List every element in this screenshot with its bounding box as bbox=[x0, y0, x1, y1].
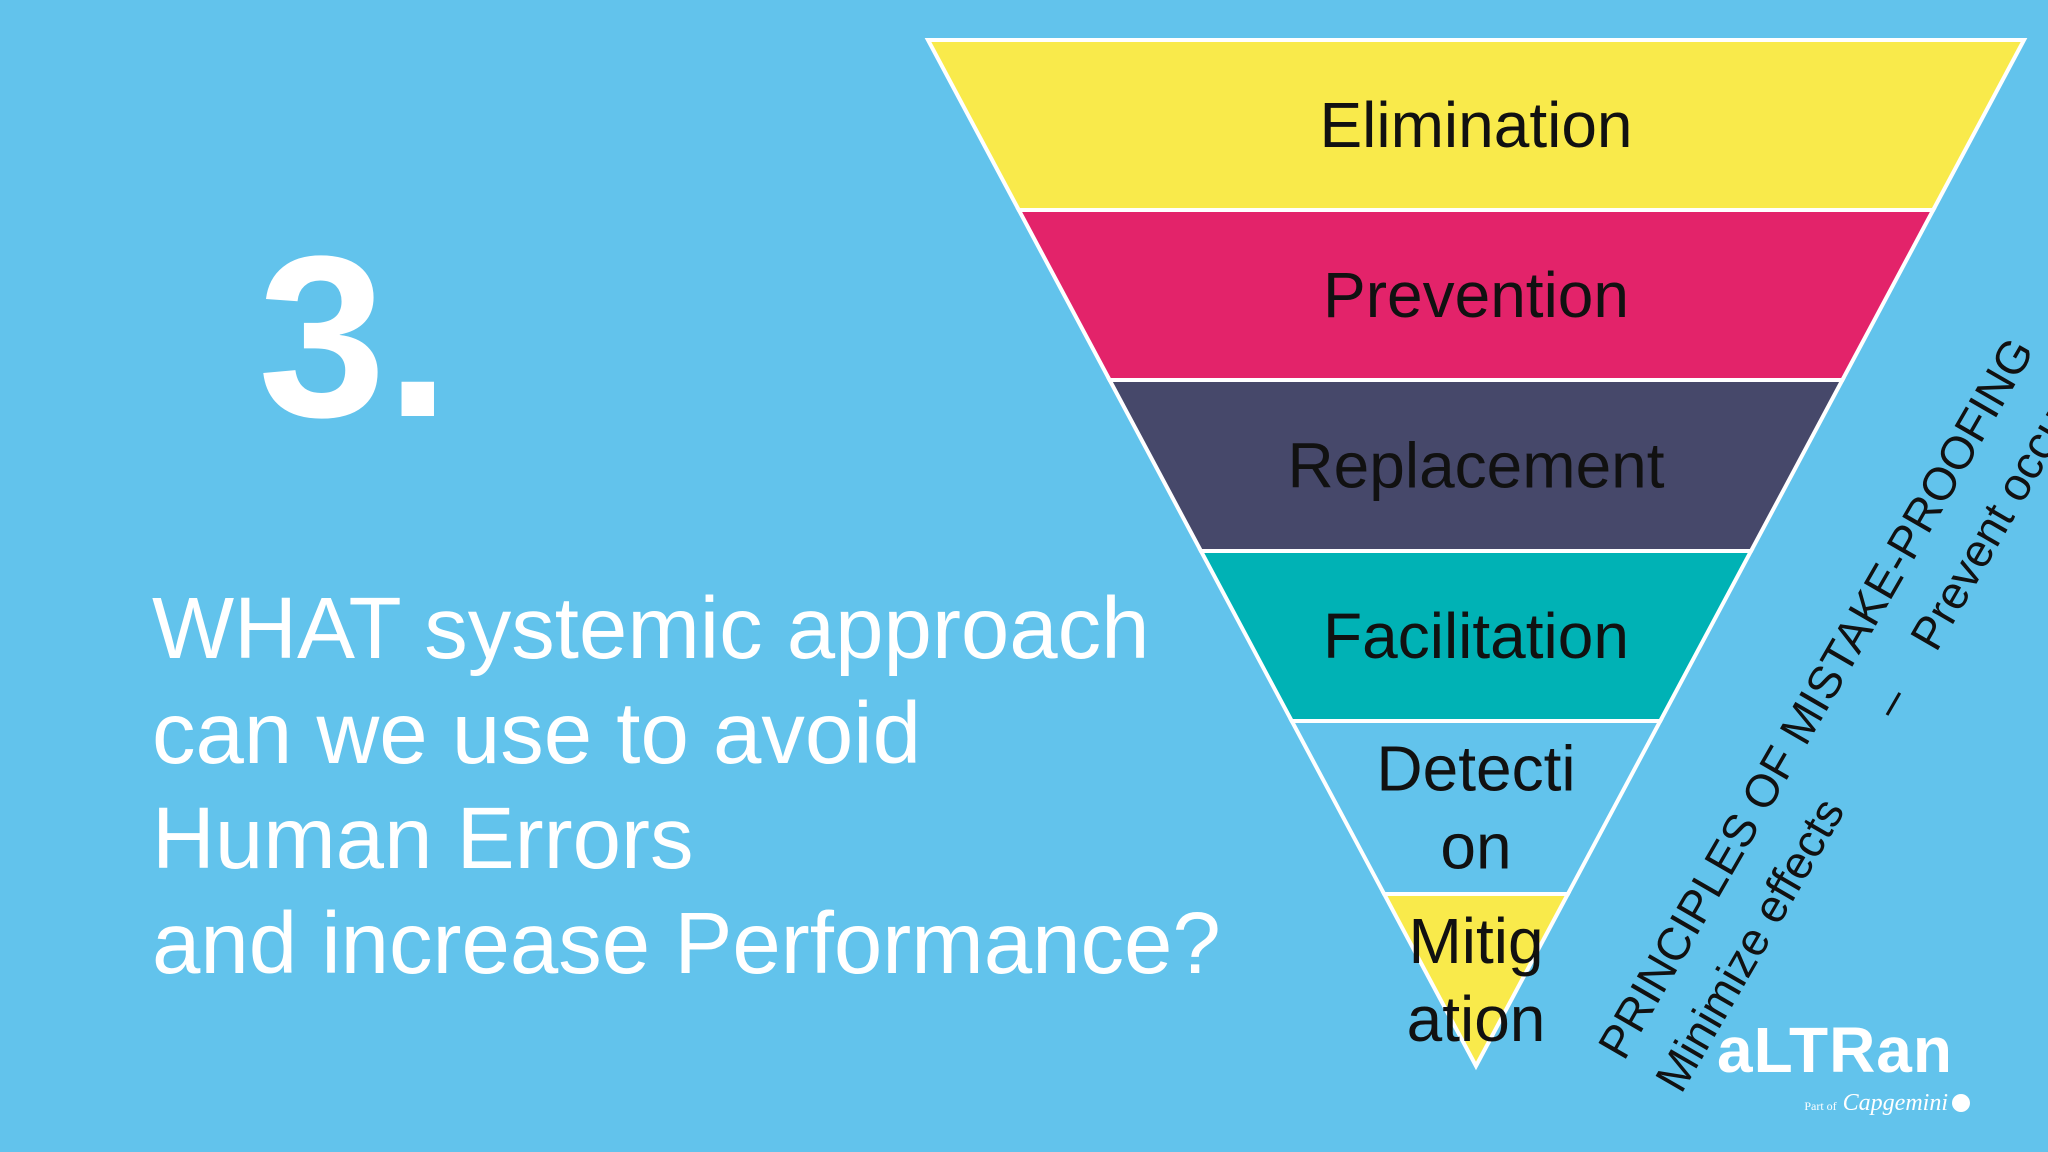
question-line: Human Errors bbox=[152, 790, 694, 887]
funnel-layer-label: Elimination bbox=[1319, 89, 1632, 161]
question-line: can we use to avoid bbox=[152, 685, 921, 782]
funnel-layer bbox=[1380, 892, 1572, 1071]
funnel-layer-label: Detecti bbox=[1376, 733, 1575, 805]
capgemini-label: Capgemini bbox=[1842, 1090, 1948, 1116]
question-line: WHAT systemic approach bbox=[152, 580, 1150, 677]
funnel-layer-label: Mitig bbox=[1408, 905, 1543, 977]
funnel-layer-label: on bbox=[1440, 811, 1511, 883]
funnel-layer-label: ation bbox=[1407, 983, 1546, 1055]
separator-dash: – bbox=[1861, 677, 1919, 726]
altran-logo-word: aLTRan bbox=[1717, 1014, 1953, 1086]
part-of-label: Part of bbox=[1804, 1099, 1837, 1113]
capgemini-tagline: Part of Capgemini bbox=[1700, 1088, 1970, 1121]
funnel-layer-label: Prevention bbox=[1323, 259, 1629, 331]
question-text: WHAT systemic approach can we use to avo… bbox=[152, 576, 1332, 996]
capgemini-spade-icon bbox=[1952, 1094, 1970, 1112]
question-line: and increase Performance? bbox=[152, 895, 1221, 992]
funnel-layer-label: Facilitation bbox=[1323, 600, 1629, 672]
funnel-layer-label: Replacement bbox=[1287, 430, 1664, 502]
section-number: 3. bbox=[258, 208, 450, 465]
